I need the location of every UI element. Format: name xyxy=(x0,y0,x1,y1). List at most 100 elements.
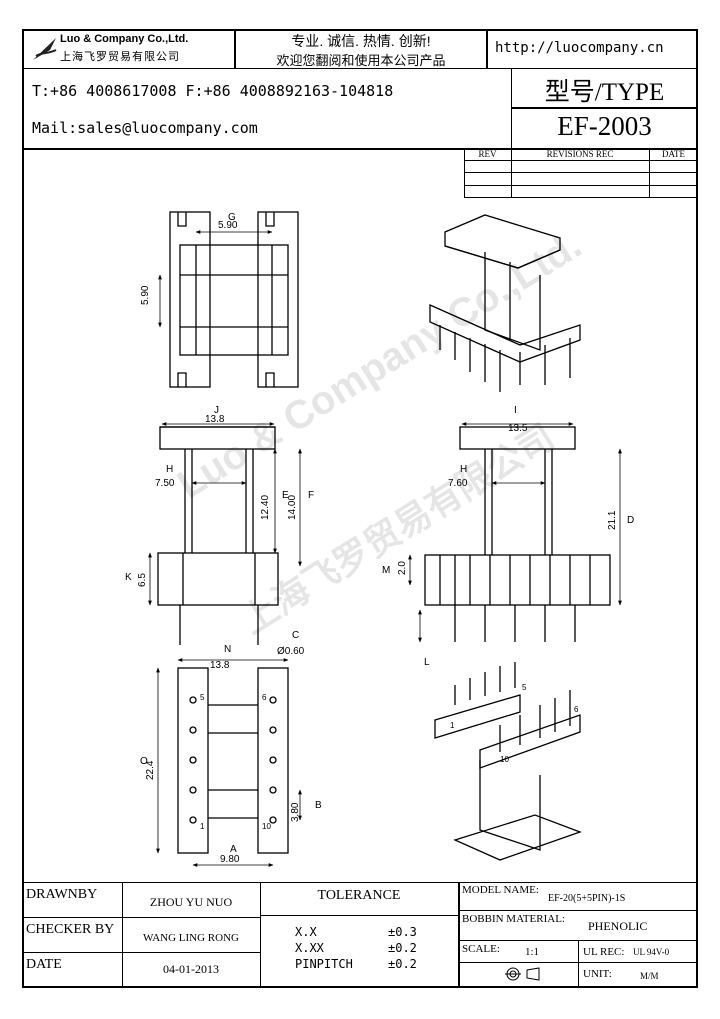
dim-d: 21.1 xyxy=(607,510,618,530)
top-view xyxy=(158,211,299,388)
pin-1: 1 xyxy=(200,822,205,831)
technical-drawing: 5.90 G 5.90 13.8 J 7.50 H 12.40 E 14.00 … xyxy=(125,211,634,867)
dim-k: 6.5 xyxy=(137,573,148,587)
projection-symbol-icon xyxy=(505,966,545,982)
divider xyxy=(511,148,512,198)
drawnby-value: ZHOU YU NUO xyxy=(149,895,233,909)
label-i: I xyxy=(514,405,517,416)
company-name-en: Luo & Company Co.,Ltd. xyxy=(60,33,189,45)
label-m: M xyxy=(382,565,390,576)
model-value: EF-20(5+5PIN)-1S xyxy=(548,893,626,904)
dim-e: 12.40 xyxy=(260,495,271,520)
scale-label: SCALE: xyxy=(462,943,500,955)
phone-fax: T:+86 4008617008 F:+86 4008892163-104818 xyxy=(32,82,394,100)
label-h-right: H xyxy=(460,464,467,475)
dim-b: 3.80 xyxy=(290,802,301,822)
divider xyxy=(578,940,579,988)
divider xyxy=(458,910,698,911)
divider xyxy=(22,952,260,953)
dim-g-width: 5.90 xyxy=(218,220,238,231)
divider xyxy=(260,915,458,916)
slogan-line1: 专业. 诚信. 热情. 创新! xyxy=(291,33,431,49)
divider xyxy=(22,917,260,918)
label-n: N xyxy=(224,644,231,655)
divider xyxy=(260,882,261,988)
divider xyxy=(122,882,123,988)
label-k: K xyxy=(125,572,132,583)
iso-bobbin-bottom xyxy=(434,662,582,861)
divider xyxy=(464,172,698,173)
pin-10: 10 xyxy=(262,822,271,831)
pin-6: 6 xyxy=(262,693,267,702)
date-label: DATE xyxy=(26,957,62,972)
iso-bobbin-top xyxy=(429,214,581,392)
label-h-left: H xyxy=(166,464,173,475)
slogan-line2: 欢迎您翻阅和使用本公司产品 xyxy=(276,53,446,68)
label-g: G xyxy=(228,212,236,223)
divider xyxy=(464,160,698,161)
label-b: B xyxy=(315,800,322,811)
label-o: O xyxy=(140,756,148,767)
type-label: 型号/TYPE xyxy=(544,79,665,106)
label-j: J xyxy=(214,405,219,416)
email[interactable]: Mail:sales@luocompany.com xyxy=(32,119,258,137)
label-d: D xyxy=(627,515,634,526)
checker-value: WANG LING RONG xyxy=(143,932,239,944)
iso-pin-6: 6 xyxy=(574,705,579,714)
tol-key: X.X xyxy=(295,925,317,939)
dim-h-right: 7.60 xyxy=(448,478,468,489)
dim-i: 13.5 xyxy=(508,423,528,434)
model-label: MODEL NAME: xyxy=(462,884,539,896)
label-f: F xyxy=(308,490,314,501)
tol-value: ±0.2 xyxy=(388,941,417,955)
pin-5: 5 xyxy=(200,693,205,702)
bobbin-label: BOBBIN MATERIAL: xyxy=(462,913,565,925)
divider xyxy=(486,29,488,69)
bottom-view xyxy=(156,658,302,867)
divider xyxy=(458,882,460,988)
dim-m: 2.0 xyxy=(397,561,408,575)
drawing-frame xyxy=(22,29,698,988)
dim-g-height: 5.90 xyxy=(140,285,151,305)
company-name-cn: 上海飞罗贸易有限公司 xyxy=(60,51,180,63)
iso-pin-1: 1 xyxy=(450,721,455,730)
divider xyxy=(464,185,698,186)
ul-label: UL REC: xyxy=(583,946,625,958)
label-e: E xyxy=(282,490,289,501)
drawnby-label: DRAWNBY xyxy=(26,887,98,902)
tol-key: X.XX xyxy=(295,941,324,955)
website-url[interactable]: http://luocompany.cn xyxy=(495,40,664,56)
checker-label: CHECKER BY xyxy=(26,922,115,937)
tol-value: ±0.3 xyxy=(388,925,417,939)
dim-h-left: 7.50 xyxy=(155,478,175,489)
front-right-view xyxy=(408,422,622,643)
label-l: L xyxy=(424,657,430,668)
dim-f: 14.00 xyxy=(287,495,298,520)
dim-a: 9.80 xyxy=(220,854,240,865)
label-a: A xyxy=(230,844,237,855)
divider xyxy=(649,148,650,198)
date-header: DATE xyxy=(662,149,685,159)
dim-j: 13.8 xyxy=(205,414,225,425)
title-block xyxy=(22,882,698,988)
tolerance-label: TOLERANCE xyxy=(317,888,401,903)
divider xyxy=(511,107,698,109)
company-logo xyxy=(30,34,60,64)
rev-header: REV xyxy=(478,149,497,159)
dim-n: 13.8 xyxy=(210,660,230,671)
tol-value: ±0.2 xyxy=(388,957,417,971)
front-left-view xyxy=(148,422,302,645)
revision-table xyxy=(464,148,698,198)
dim-o: 22.4 xyxy=(145,760,156,780)
label-c: C xyxy=(292,630,299,641)
date-value: 04-01-2013 xyxy=(163,962,219,976)
type-box xyxy=(511,69,698,149)
unit-value: M/M xyxy=(640,971,659,981)
type-value: EF-2003 xyxy=(557,111,652,141)
scale-value: 1:1 xyxy=(525,946,540,958)
revisions-header: REVISIONS REC xyxy=(546,149,614,159)
unit-label: UNIT: xyxy=(583,968,612,980)
iso-pin-5: 5 xyxy=(522,683,527,692)
iso-pin-10: 10 xyxy=(500,755,509,764)
bobbin-value: PHENOLIC xyxy=(588,919,648,933)
